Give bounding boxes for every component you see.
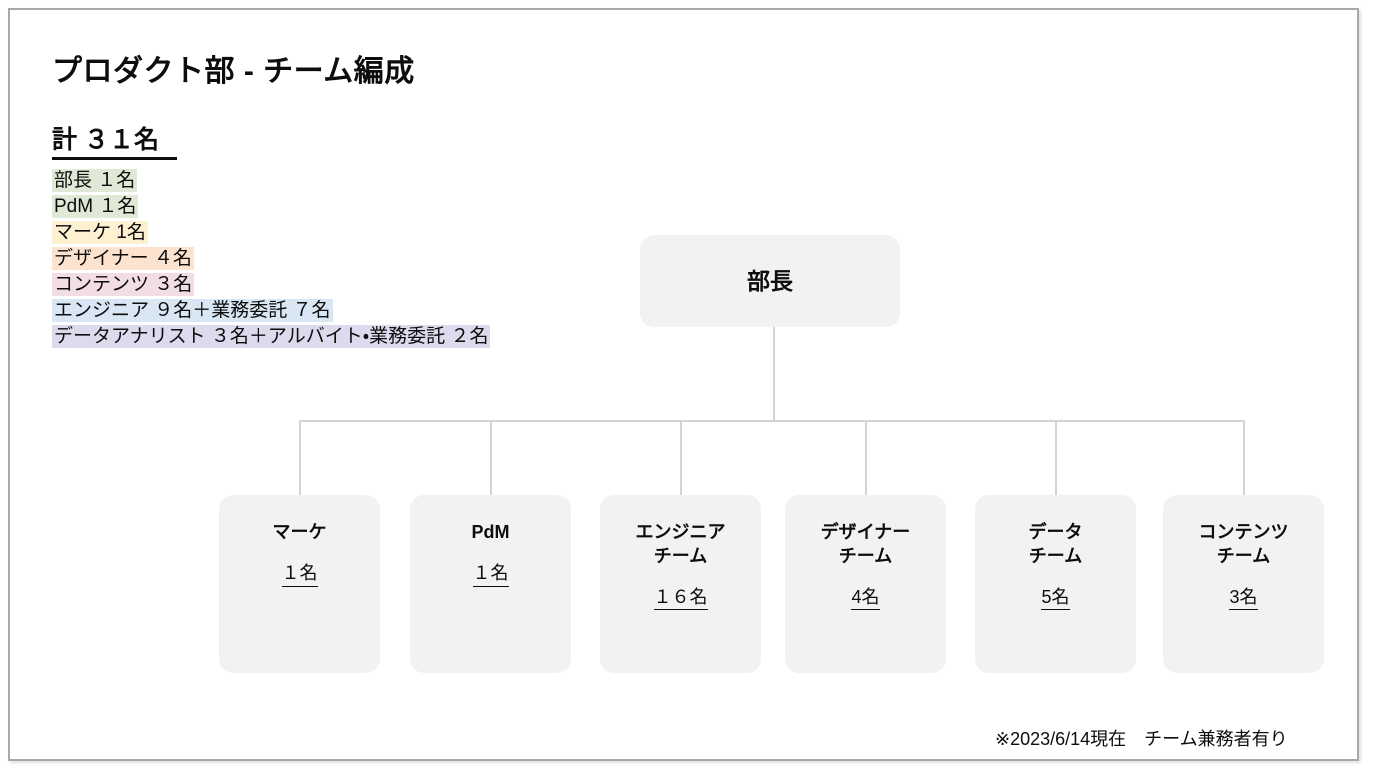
- total-headcount: 計 ３１名: [52, 120, 177, 160]
- breakdown-row: データアナリスト ３名＋アルバイト・業務委託 ２名: [52, 324, 491, 350]
- connector-drop-6: [1243, 420, 1245, 496]
- org-node-count: １名: [472, 563, 509, 587]
- org-node-count: 5名: [1041, 587, 1070, 611]
- breakdown-row-text: デザイナー ４名: [52, 247, 194, 270]
- org-node-title: PdM: [471, 522, 510, 542]
- org-node-root[interactable]: 部長: [640, 235, 900, 327]
- org-node-pdm[interactable]: PdM １名: [410, 495, 571, 673]
- connector-drop-4: [865, 420, 867, 496]
- org-node-engineer-team[interactable]: エンジニア チーム １６名: [600, 495, 761, 673]
- breakdown-row-text: コンテンツ ３名: [52, 273, 195, 296]
- breakdown-row-text: マーケ 1名: [52, 221, 148, 244]
- org-node-title: 部長: [747, 267, 793, 294]
- connector-drop-3: [680, 420, 682, 496]
- org-node-title: マーケ: [272, 522, 327, 542]
- org-node-title: コンテンツ チーム: [1198, 522, 1289, 566]
- breakdown-row: マーケ 1名: [52, 220, 490, 246]
- org-node-data-team[interactable]: データ チーム 5名: [975, 495, 1136, 673]
- breakdown-row-text: データアナリスト ３名＋アルバイト・業務委託 ２名: [52, 325, 491, 348]
- breakdown-row: 部長 １名: [52, 168, 490, 194]
- org-node-title: デザイナー チーム: [820, 522, 911, 566]
- slide-canvas: プロダクト部 - チーム編成 計 ３１名 部長 １名 PdM １名 マーケ 1名…: [8, 8, 1359, 761]
- headcount-summary: 計 ３１名 部長 １名 PdM １名 マーケ 1名 デザイナー ４名 コンテンツ…: [52, 120, 491, 350]
- connector-horizontal-bus: [299, 420, 1245, 422]
- org-node-marketing[interactable]: マーケ １名: [219, 495, 380, 673]
- connector-drop-1: [299, 420, 301, 496]
- connector-root-stem: [773, 327, 775, 422]
- breakdown-row-text: PdM １名: [52, 195, 139, 218]
- page-title: プロダクト部 - チーム編成: [52, 55, 415, 88]
- breakdown-row: コンテンツ ３名: [52, 272, 490, 298]
- breakdown-row: PdM １名: [52, 194, 490, 220]
- connector-drop-2: [490, 420, 492, 496]
- breakdown-row: エンジニア ９名＋業務委託 ７名: [52, 298, 490, 324]
- breakdown-row-text: 部長 １名: [52, 169, 138, 192]
- org-node-count: １名: [281, 563, 318, 587]
- org-node-title: エンジニア チーム: [635, 522, 726, 566]
- org-node-count: １６名: [653, 587, 708, 611]
- connector-drop-5: [1055, 420, 1057, 496]
- breakdown-row: デザイナー ４名: [52, 246, 490, 272]
- org-node-designer-team[interactable]: デザイナー チーム 4名: [785, 495, 946, 673]
- org-chart: 部長 マーケ １名 PdM １名 エンジニア チーム １６名 デザイナー チーム…: [10, 10, 1357, 759]
- org-node-count: 4名: [851, 587, 880, 611]
- breakdown-row-text: エンジニア ９名＋業務委託 ７名: [52, 299, 333, 322]
- footnote: ※2023/6/14現在 チーム兼務者有り: [995, 729, 1288, 749]
- headcount-breakdown-list: 部長 １名 PdM １名 マーケ 1名 デザイナー ４名 コンテンツ ３名 エン…: [52, 168, 491, 350]
- org-node-count: 3名: [1229, 587, 1258, 611]
- org-node-title: データ チーム: [1028, 522, 1083, 566]
- org-node-contents-team[interactable]: コンテンツ チーム 3名: [1163, 495, 1324, 673]
